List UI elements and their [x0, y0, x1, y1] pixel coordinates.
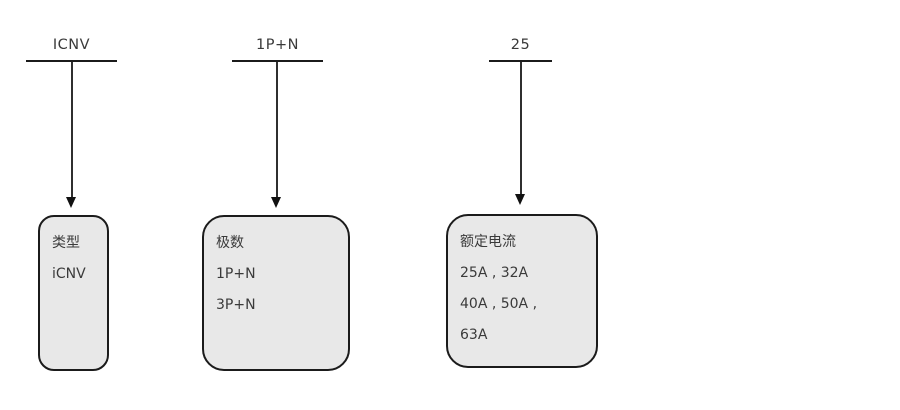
box-line: iCNV: [52, 266, 86, 282]
box-line: 1P+N: [216, 266, 256, 282]
code-label-poles: 1P+N: [256, 37, 299, 53]
box-line: 63A: [460, 327, 488, 343]
arrow-stem: [520, 62, 522, 195]
box-line: 25A , 32A: [460, 265, 529, 281]
arrow-stem: [276, 62, 278, 198]
description-box-poles: 极数 1P+N 3P+N: [202, 215, 350, 371]
box-title: 类型: [52, 235, 80, 251]
code-label-current: 25: [510, 37, 531, 53]
code-underline: [489, 60, 552, 62]
box-title: 极数: [216, 235, 244, 251]
arrow-stem: [71, 62, 73, 198]
box-line: 3P+N: [216, 297, 256, 313]
arrowhead-icon: [515, 194, 525, 205]
description-box-type: 类型 iCNV: [38, 215, 109, 371]
code-underline: [232, 60, 323, 62]
code-underline: [26, 60, 117, 62]
code-label-type: ICNV: [52, 37, 91, 53]
box-line: 40A , 50A ,: [460, 296, 538, 312]
description-box-current: 额定电流 25A , 32A 40A , 50A , 63A: [446, 214, 598, 368]
box-title: 额定电流: [460, 234, 516, 250]
arrowhead-icon: [271, 197, 281, 208]
arrowhead-icon: [66, 197, 76, 208]
